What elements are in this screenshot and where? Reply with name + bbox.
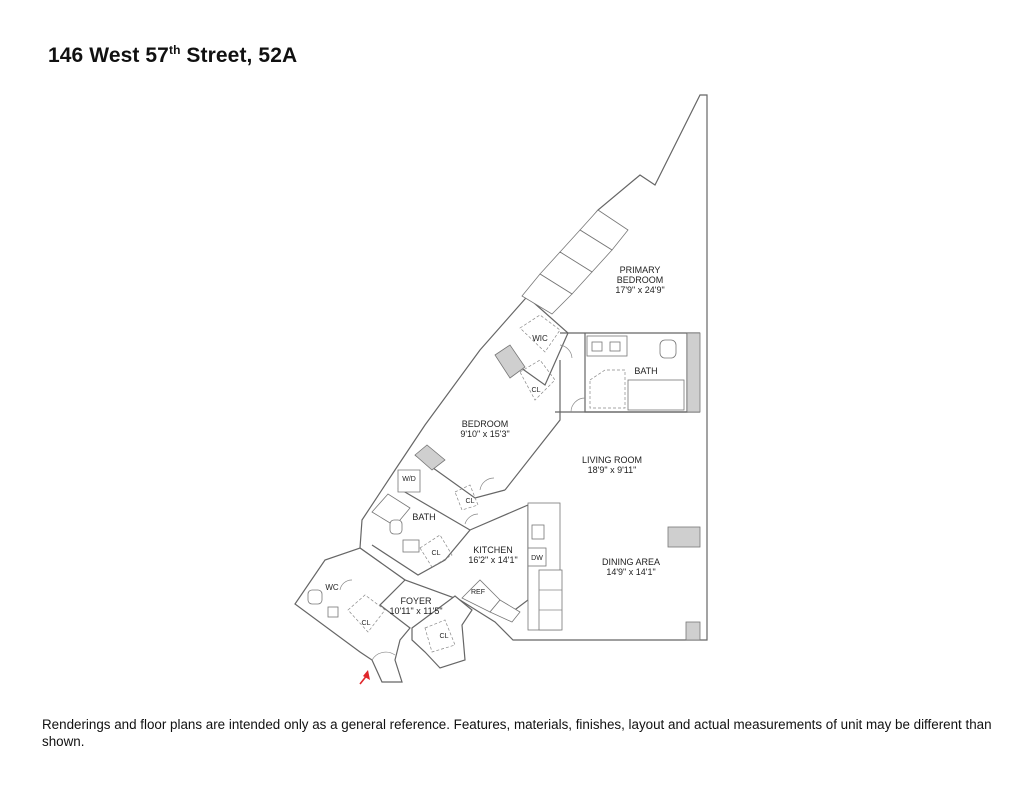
door-wic xyxy=(559,344,573,359)
living-room-dims: 18'9" x 9'11" xyxy=(588,465,637,475)
interior-wall-wic xyxy=(509,301,569,386)
ref-label: REF xyxy=(471,589,485,596)
bedroom-dims: 9'10" x 15'3" xyxy=(460,429,509,439)
interior-wall-bedroom-east xyxy=(504,360,561,491)
toilet-wc xyxy=(307,589,323,605)
closet-bath2-label: CL xyxy=(432,550,441,557)
closet-bath-label: CL xyxy=(466,498,475,505)
wd-unit xyxy=(397,469,421,493)
title-superscript: th xyxy=(168,43,181,57)
wd-label: W/D xyxy=(402,476,416,483)
column-east xyxy=(686,332,701,413)
sink-wc xyxy=(327,606,339,618)
toilet-second xyxy=(389,519,403,535)
kitchen-dims: 16'2" x 14'1" xyxy=(468,555,517,565)
closet-bath2-dashed xyxy=(419,534,453,568)
primary-bedroom-dims: 17'9" x 24'9" xyxy=(615,285,664,295)
vanity-second xyxy=(402,539,420,553)
stove xyxy=(489,599,521,623)
bath-primary-label: BATH xyxy=(634,366,657,376)
title-suffix: Street, 52A xyxy=(180,44,298,67)
closet-foyer-dashed xyxy=(347,594,386,633)
foyer-label: FOYER xyxy=(400,596,432,606)
tub-primary xyxy=(627,379,685,411)
shower xyxy=(589,369,626,409)
primary-bedroom-label-2: BEDROOM xyxy=(617,275,664,285)
title-prefix: 146 West 57 xyxy=(48,44,169,67)
wc-label: WC xyxy=(325,583,339,592)
dining-area-label: DINING AREA xyxy=(602,557,660,567)
closet-bath-dashed xyxy=(454,484,479,511)
floor-plan: PRIMARY BEDROOM 17'9" x 24'9" WIC BATH C… xyxy=(294,94,708,685)
column-se xyxy=(685,621,701,641)
window-segments xyxy=(521,209,629,315)
kitchen-label: KITCHEN xyxy=(473,545,513,555)
tub-second xyxy=(371,493,411,527)
door-entry xyxy=(371,651,396,661)
bedroom-label: BEDROOM xyxy=(462,419,509,429)
closet-bedroom-label: CL xyxy=(532,387,541,394)
closet-foyer2-dashed xyxy=(424,619,456,653)
closet-foyer-label: CL xyxy=(362,620,371,627)
door-bath2 xyxy=(464,513,479,525)
primary-bedroom-label-1: PRIMARY xyxy=(620,265,661,275)
foyer-wing-wall xyxy=(294,547,411,683)
column-living xyxy=(667,526,701,548)
door-bedroom xyxy=(479,477,495,491)
dining-area-dims: 14'9" x 14'1" xyxy=(606,567,655,577)
page-title: 146 West 57th Street, 52A xyxy=(48,44,297,68)
toilet-primary xyxy=(659,339,677,359)
kitchen-sink xyxy=(531,524,545,540)
closet-foyer2-label: CL xyxy=(440,633,449,640)
dw-label: DW xyxy=(531,555,543,562)
interior-wall-bath2 xyxy=(371,487,471,576)
column-bath xyxy=(414,444,446,471)
foyer-dims: 10'11" x 11'5" xyxy=(389,606,442,616)
bath-second-label: BATH xyxy=(412,512,435,522)
dishwasher xyxy=(527,547,547,567)
door-wc xyxy=(339,579,353,591)
wic-dashed xyxy=(519,314,561,353)
closet-bedroom-dashed xyxy=(519,359,556,401)
living-room-label: LIVING ROOM xyxy=(582,455,642,465)
kitchen-counter-run xyxy=(538,569,563,631)
column-bedroom xyxy=(494,344,526,379)
entry-arrow-icon xyxy=(359,670,370,685)
wic-label: WIC xyxy=(532,334,548,343)
foyer-closet-wall xyxy=(411,595,473,669)
disclaimer: Renderings and floor plans are intended … xyxy=(42,717,992,749)
door-bath-primary xyxy=(570,397,586,413)
